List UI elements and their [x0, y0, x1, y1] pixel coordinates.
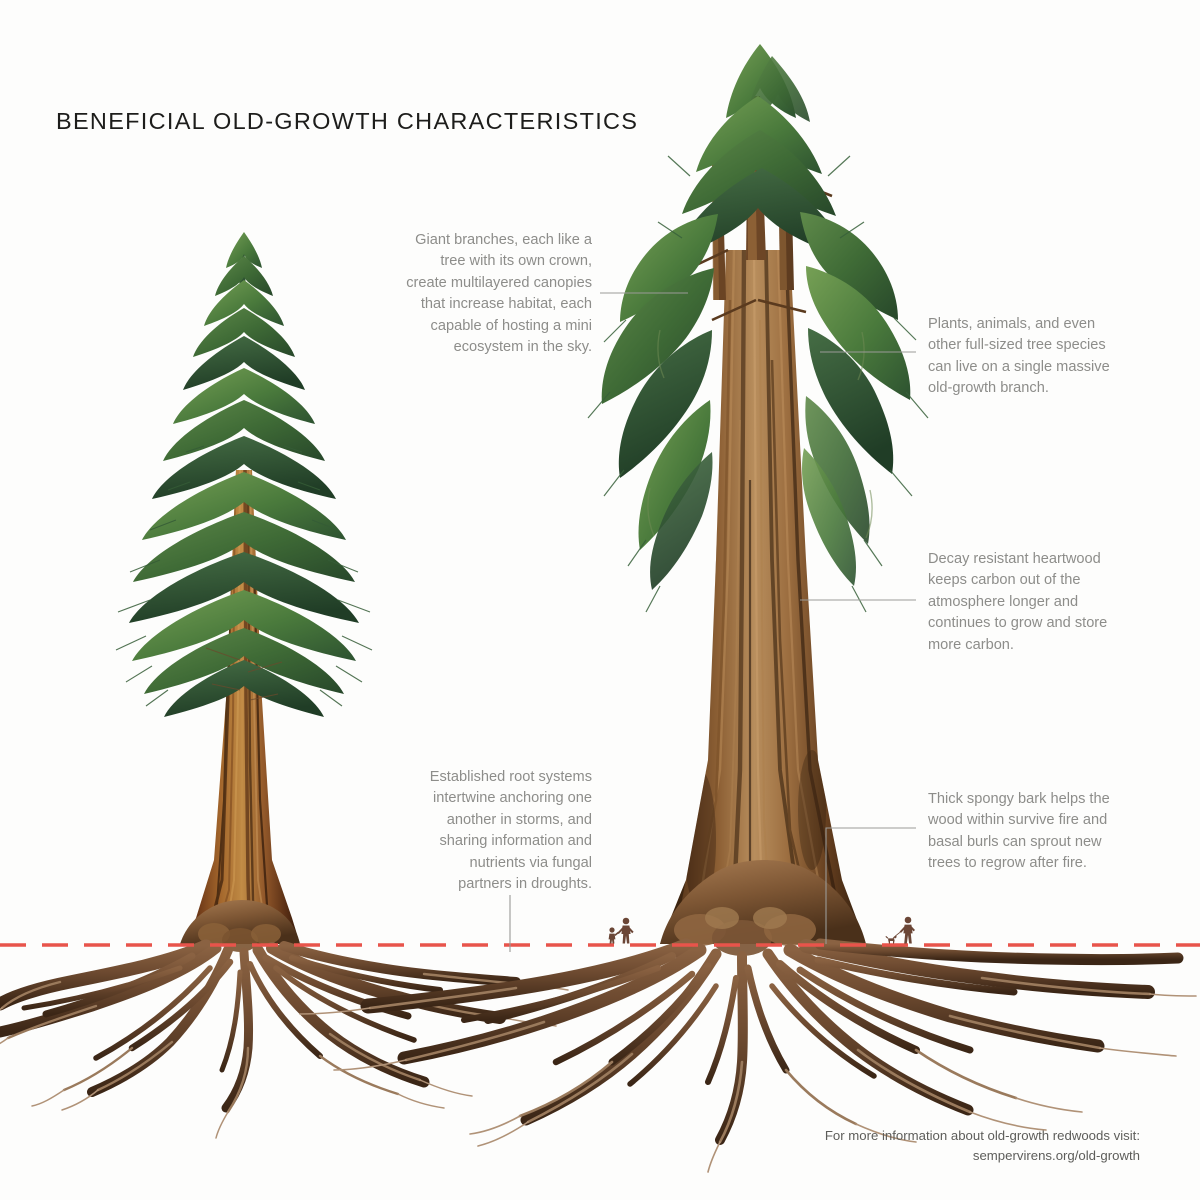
- old-tree-basal-burls: [660, 860, 866, 956]
- scale-figure-adult-and-child: [608, 917, 634, 944]
- old-growth-redwood-tree: [299, 44, 1197, 1173]
- leader-lines: [509, 292, 916, 952]
- young-tree-canopy: [115, 232, 373, 717]
- annotation-root-systems: Established root systems intertwine anch…: [429, 769, 592, 892]
- scale-figure-person-with-dog: [885, 916, 915, 944]
- young-tree-base-burl: [180, 900, 300, 952]
- old-tree-hit-area[interactable]: [600, 40, 930, 950]
- old-tree-root-system: [299, 938, 1197, 1173]
- annotation-spongy-bark: Thick spongy bark helps the wood within …: [928, 791, 1110, 872]
- young-tree-root-system: [0, 939, 569, 1139]
- annotation-heartwood-carbon: Decay resistant heartwood keeps carbon o…: [928, 551, 1108, 653]
- footer-info: For more information about old-growth re…: [824, 1128, 1140, 1164]
- young-redwood-tree: [0, 232, 569, 1139]
- young-tree-hit-area[interactable]: [96, 230, 396, 950]
- old-tree-canopy: [587, 44, 929, 613]
- page-title: BENEFICIAL OLD-GROWTH CHARACTERISTICS: [56, 108, 639, 134]
- leader-spongy-bark: [825, 827, 916, 944]
- annotation-branch-habitat: Plants, animals, and even other full-siz…: [928, 316, 1110, 397]
- annotation-giant-branches: Giant branches, each like a tree with it…: [406, 232, 592, 355]
